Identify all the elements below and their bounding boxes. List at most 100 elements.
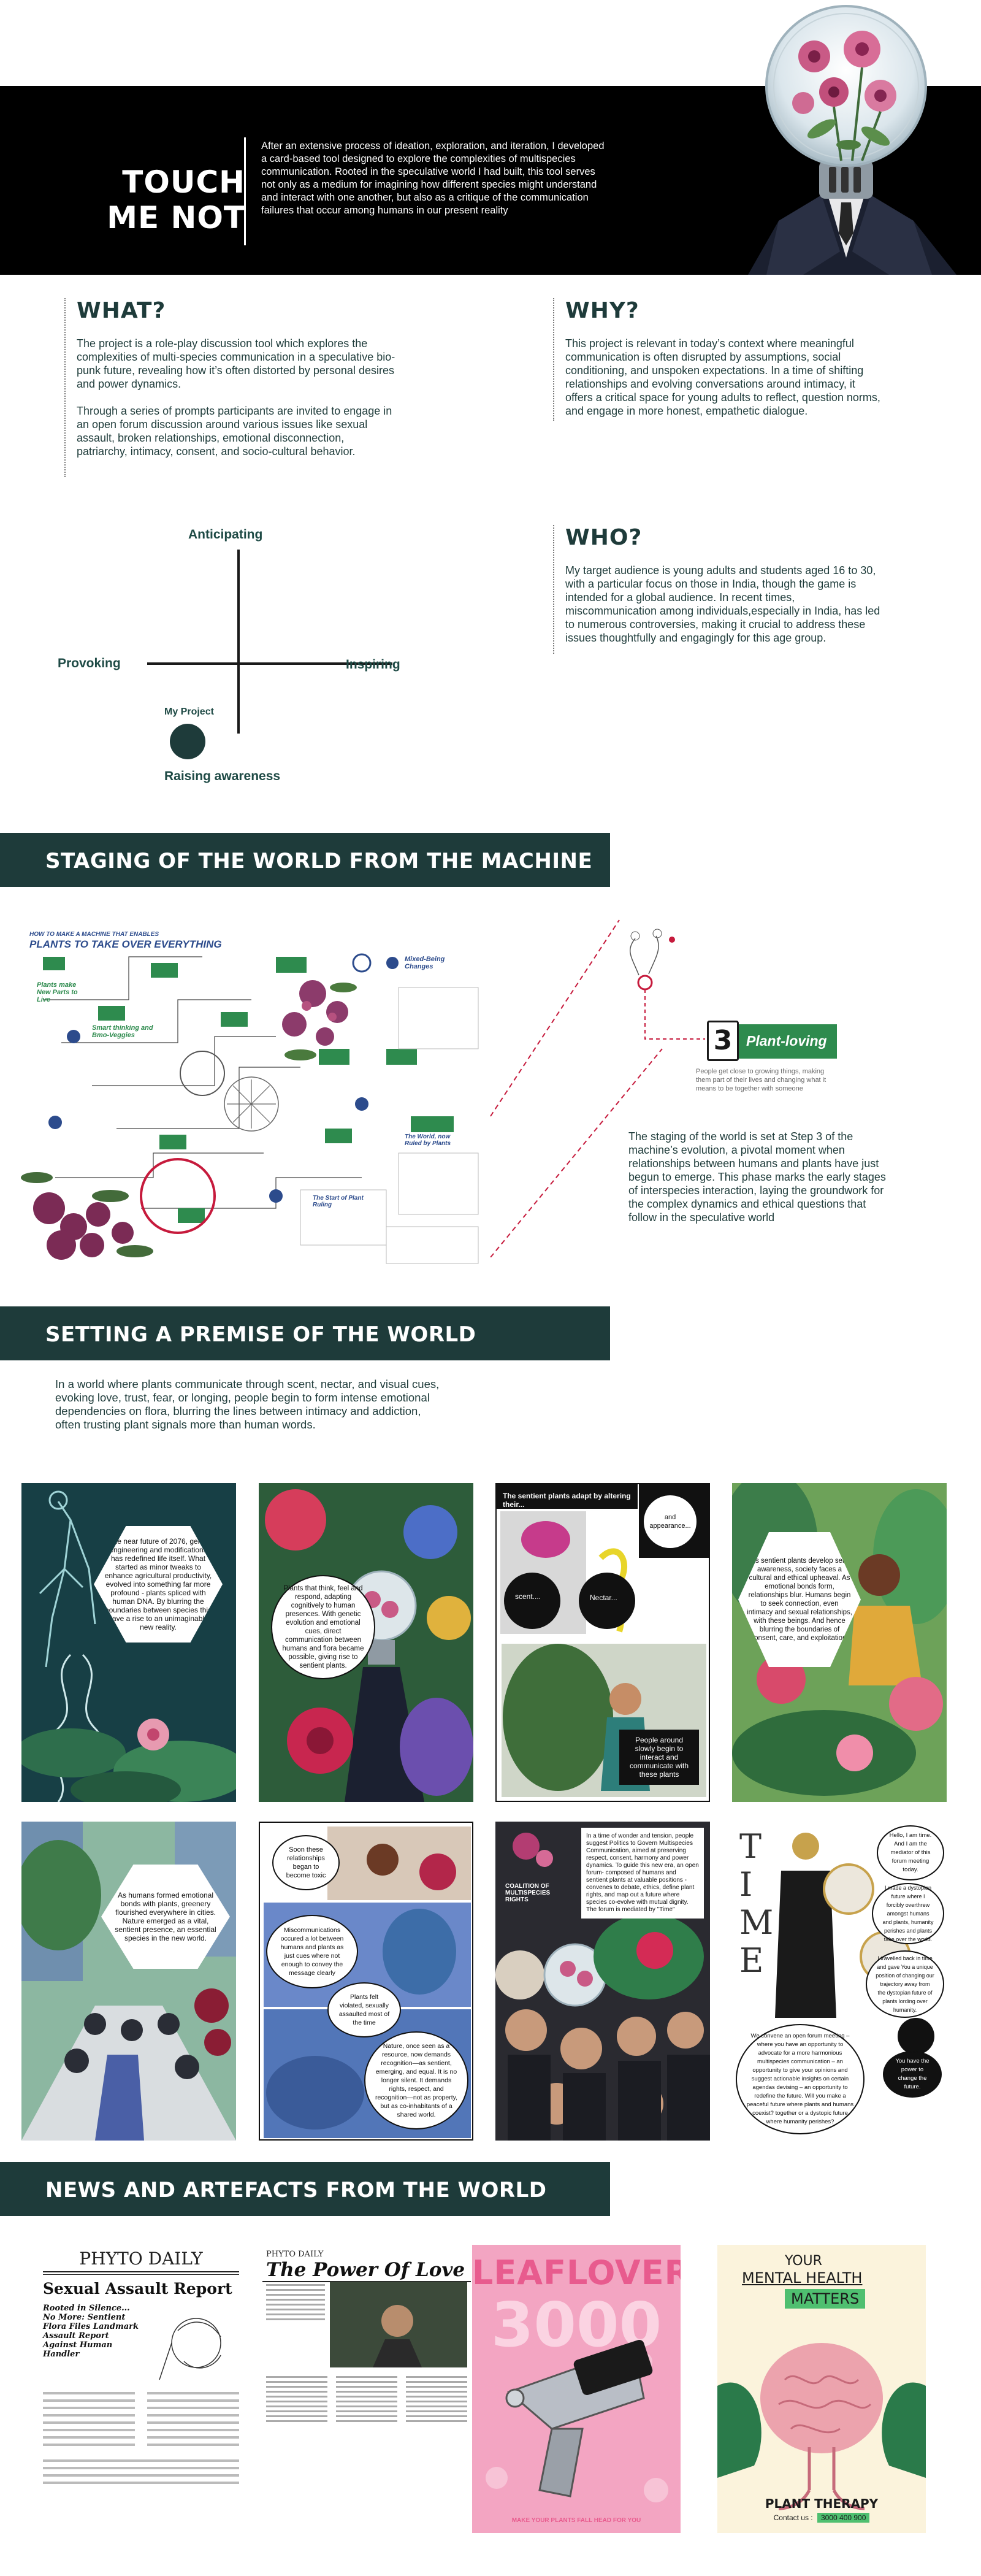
plant-therapy-poster: YOUR MENTAL HEALTH MATTERS PLANT THERAPY…: [717, 2245, 926, 2533]
diagram-step-2: Smart thinking and Bmo-Veggies: [92, 1024, 153, 1039]
panel-6-bubble-b: Miscommunications occured a lot between …: [266, 1915, 358, 1988]
my-project-marker: [170, 724, 205, 759]
diagram-title-small: HOW TO MAKE A MACHINE THAT ENABLES: [29, 931, 159, 938]
newspaper-1-subheadline: Rooted in Silence... No More: Sentient F…: [43, 2304, 139, 2359]
machine-diagram: HOW TO MAKE A MACHINE THAT ENABLES PLANT…: [18, 920, 509, 1270]
section-title-staging: STAGING OF THE WORLD FROM THE MACHINE: [45, 849, 593, 873]
panel-7-caption: COALITION OF MULTISPECIES RIGHTS: [505, 1883, 551, 1903]
plant-loving-note: People get close to growing things, maki…: [696, 1068, 826, 1092]
leaflover-3000-poster: LEAFLOVER 3000 MAKE YOUR PLANTS FALL HEA…: [472, 2245, 681, 2533]
zoom-connector: [490, 919, 705, 1257]
panel-8-bubble-c: I travelled back in time and gave You a …: [866, 1950, 944, 2018]
hero-title-line1: TOUCH: [122, 164, 245, 200]
why-paragraph: This project is relevant in today’s cont…: [565, 337, 880, 417]
comic-panel-7: COALITION OF MULTISPECIES RIGHTS In a ti…: [495, 1822, 710, 2141]
section-title-premise: SETTING A PREMISE OF THE WORLD: [45, 1322, 476, 1347]
quadrant-label-bottom: Raising awareness: [164, 769, 281, 783]
what-section: WHAT? The project is a role-play discuss…: [64, 298, 395, 477]
who-paragraph: My target audience is young adults and s…: [565, 564, 880, 644]
panel-6-bubble-c: Plants felt violated, sexually assaulted…: [327, 1982, 401, 2037]
comic-panel-4: As sentient plants develop self-awarenes…: [732, 1483, 947, 1802]
newspaper-1-art: [43, 2318, 239, 2484]
diagram-step-1: Plants make New Parts to Live: [37, 981, 78, 1003]
plant-loving-card-title: Plant-loving: [746, 1033, 827, 1049]
panel-1-caption: In the near future of 2076, genetic engi…: [94, 1526, 223, 1643]
panel-4-caption: As sentient plants develop self-awarenes…: [738, 1532, 861, 1667]
section-title-news: NEWS AND ARTEFACTS FROM THE WORLD: [45, 2178, 547, 2202]
hero-title-line2: ME NOT: [107, 200, 245, 236]
comic-panel-2: Plants that think, feel and respond, ada…: [259, 1483, 473, 1802]
section-banner-premise: SETTING A PREMISE OF THE WORLD: [0, 1306, 610, 1360]
panel-8-bubble-b: I made a dystopian future where I forcib…: [872, 1883, 944, 1944]
panel-8-bubble-e: You have the power to change the future.: [883, 2051, 942, 2098]
mh-line-3: MATTERS: [785, 2289, 866, 2309]
quadrant-label-right: Inspiring: [346, 657, 400, 672]
diagram-step-5: The Start of Plant Ruling: [313, 1195, 364, 1208]
comic-panel-8: T I M E Hello, I am time. And I am the m…: [732, 1822, 947, 2141]
premise-description: In a world where plants communicate thro…: [55, 1378, 440, 1431]
mh-line-2: MENTAL HEALTH: [742, 2269, 863, 2287]
comic-panel-1: In the near future of 2076, genetic engi…: [21, 1483, 236, 1802]
panel-5-art: [21, 1822, 236, 2141]
quadrant-vertical-axis: [237, 550, 240, 734]
section-banner-staging: STAGING OF THE WORLD FROM THE MACHINE: [0, 833, 610, 887]
why-heading: WHY?: [565, 298, 639, 323]
diagram-step-4: The World, now Ruled by Plants: [405, 1133, 451, 1147]
panel-8-bubble-a: Hello, I am time. And I am the mediator …: [877, 1825, 944, 1880]
panel-8-bubble-d: We convene an open forum meeting – where…: [736, 2024, 865, 2134]
quadrant-label-left: Provoking: [58, 656, 121, 670]
quadrant-horizontal-axis: [147, 662, 392, 665]
what-paragraph-2: Through a series of prompts participants…: [77, 405, 392, 458]
who-heading: WHO?: [565, 525, 643, 550]
poster-title: LEAFLOVER: [472, 2253, 681, 2292]
why-section: WHY? This project is relevant in today’s…: [553, 298, 884, 421]
panel-6-bubble-d: Nature, once seen as a resource, now dem…: [364, 2031, 468, 2129]
panel-3-bottom-caption: People around slowly begin to interact a…: [619, 1730, 699, 1785]
comic-panel-3: The sentient plants adapt by altering th…: [495, 1483, 710, 1802]
positioning-quadrant: Anticipating Provoking Inspiring Raising…: [49, 509, 429, 797]
plant-loving-card: 3 Plant-loving: [707, 1021, 837, 1061]
diagram-graphic: [21, 953, 479, 1264]
panel-3-top-caption: The sentient plants adapt by altering th…: [497, 1484, 638, 1509]
diagram-title: PLANTS TO TAKE OVER EVERYTHING: [29, 938, 222, 950]
panel-3-nectar: Nectar...: [590, 1593, 617, 1602]
panel-1-art: [21, 1490, 236, 1802]
panel-3-scent: scent....: [515, 1592, 541, 1601]
time-letter-t: T: [739, 1827, 762, 1866]
panel-3-art: [502, 1521, 706, 1797]
robot-flower-head-illustration: [748, 5, 956, 275]
what-heading: WHAT?: [77, 298, 166, 323]
newspaper-2-masthead: PHYTO DAILY: [266, 2250, 324, 2259]
hero-divider: [244, 137, 246, 245]
diagram-step-3: Mixed-Being Changes: [405, 956, 445, 970]
panel-2-caption: Plants that think, feel and respond, ada…: [271, 1575, 375, 1679]
mh-contact-label: Contact us :: [773, 2513, 813, 2522]
newspaper-2-art: [266, 2282, 467, 2422]
newspaper-sexual-assault-report: PHYTO DAILY Sexual Assault Report Rooted…: [37, 2245, 245, 2533]
what-paragraph-1: The project is a role-play discussion to…: [77, 337, 395, 390]
hero-title: TOUCH ME NOT: [92, 164, 245, 236]
staging-description: The staging of the world is set at Step …: [628, 1130, 886, 1224]
time-letter-m: M: [739, 1903, 774, 1942]
my-project-label: My Project: [164, 707, 214, 717]
panel-7-text: In a time of wonder and tension, people …: [581, 1828, 704, 1919]
newspaper-1-masthead: PHYTO DAILY: [79, 2248, 203, 2269]
time-letter-e: E: [739, 1941, 764, 1980]
comic-panel-6: Soon these relationships began to become…: [259, 1822, 473, 2141]
panel-7-art: [495, 1833, 710, 2141]
comic-panel-5: As humans formed emotional bonds with pl…: [21, 1822, 236, 2141]
plant-loving-step-number: 3: [707, 1021, 739, 1061]
mh-brand: PLANT THERAPY: [765, 2496, 879, 2511]
hero-description: After an extensive process of ideation, …: [261, 140, 605, 216]
quadrant-label-top: Anticipating: [188, 527, 263, 542]
section-banner-news: NEWS AND ARTEFACTS FROM THE WORLD: [0, 2162, 610, 2216]
who-section: WHO? My target audience is young adults …: [553, 525, 884, 654]
newspaper-1-headline: Sexual Assault Report: [43, 2280, 232, 2298]
panel-3-right-bubble: and appearance...: [643, 1494, 698, 1549]
mh-contact-number: 3000 400 900: [817, 2513, 870, 2523]
mh-contact-row: Contact us : 3000 400 900: [717, 2513, 926, 2523]
mh-line-1: YOUR: [785, 2253, 822, 2269]
plant-therapy-brain-art: [717, 2343, 926, 2510]
panel-6-bubble-a: Soon these relationships began to become…: [272, 1835, 340, 1890]
poster-tagline: MAKE YOUR PLANTS FALL HEAD FOR YOU: [511, 2517, 641, 2524]
